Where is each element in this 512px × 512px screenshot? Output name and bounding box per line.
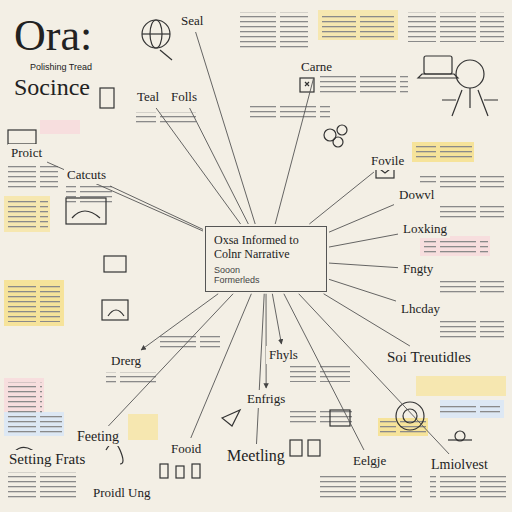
connector (272, 294, 281, 344)
connector (284, 294, 364, 450)
topic-heading: Fngty (400, 260, 436, 278)
topic-heading: Seal (178, 12, 206, 30)
topic-heading: Fooid (168, 440, 204, 458)
connector (329, 263, 398, 268)
topic-title: Catcuts (67, 167, 106, 183)
topic-heading: Loxking (400, 220, 450, 238)
connector (329, 234, 398, 247)
topic-title: Proidl Ung (93, 485, 150, 501)
bullet-text: Formerleds (214, 275, 318, 285)
connector (329, 279, 396, 301)
topic-title: Drerg (111, 353, 141, 369)
connector (309, 172, 374, 224)
topic-heading: Setting Frats (6, 450, 88, 469)
topic-title: Fngty (403, 261, 433, 277)
topic-heading: Fovile (368, 152, 407, 170)
topic-title: Eelgje (353, 453, 386, 469)
topic-heading: Soi Treutidles (384, 348, 474, 367)
connector (324, 294, 410, 346)
central-topic: Oxsa Informed to Colnr NarrativeSooonFor… (205, 226, 327, 292)
topic-heading: Teal (134, 88, 162, 106)
topic-title: Meetling (227, 447, 285, 465)
connector (329, 205, 394, 233)
connector (266, 294, 267, 388)
connector (47, 162, 203, 231)
topic-heading: Fhyls (266, 346, 301, 364)
topic-title: Setting Frats (9, 451, 85, 468)
label: Polishing Tread (30, 62, 92, 72)
connector (275, 78, 313, 224)
topic-heading: Lmiolvest (428, 456, 491, 474)
topic-title: Oxsa Informed to Colnr Narrative (214, 233, 318, 262)
icons (8, 20, 498, 478)
topic-heading: Lhcday (398, 300, 443, 318)
text-lines (8, 12, 506, 500)
connector (191, 294, 252, 438)
topic-title: Loxking (403, 221, 447, 237)
topic-title: Lmiolvest (431, 457, 488, 473)
topic-heading: Proidl Ung (90, 484, 153, 502)
topic-heading: Meetling (224, 446, 288, 466)
sticky-notes (4, 10, 506, 440)
topic-title: Fovile (371, 153, 404, 169)
topic-heading: Proict (8, 144, 45, 162)
topic-heading: Feeting (74, 428, 122, 446)
topic-title: Seal (181, 13, 203, 29)
topic-title: Dowvl (399, 187, 434, 203)
topic-title: Feeting (77, 429, 119, 445)
connector (110, 186, 203, 229)
topic-heading: Enfrigs (244, 390, 288, 408)
topic-title: Soi Treutidles (387, 349, 471, 366)
topic-title: Enfrigs (247, 391, 285, 407)
label: Socince (14, 74, 90, 101)
topic-heading: Folls (168, 88, 200, 106)
topic-title: Fooid (171, 441, 201, 457)
topic-title: Fhyls (269, 347, 298, 363)
topic-heading: Catcuts (64, 166, 109, 184)
topic-title: Teal (137, 89, 159, 105)
connector (190, 108, 249, 224)
connector (196, 32, 256, 224)
title: Ora: (14, 10, 92, 61)
connector (299, 294, 449, 454)
topic-heading: Drerg (108, 352, 144, 370)
topic-heading: Carne (298, 58, 335, 76)
topic-title: Proict (11, 145, 42, 161)
topic-title: Lhcday (401, 301, 440, 317)
connector (108, 294, 233, 426)
connector (256, 294, 264, 444)
bullet-text: Sooon (214, 265, 318, 275)
topic-heading: Eelgje (350, 452, 389, 470)
topic-title: Carne (301, 59, 332, 75)
topic-title: Folls (171, 89, 197, 105)
topic-heading: Dowvl (396, 186, 437, 204)
